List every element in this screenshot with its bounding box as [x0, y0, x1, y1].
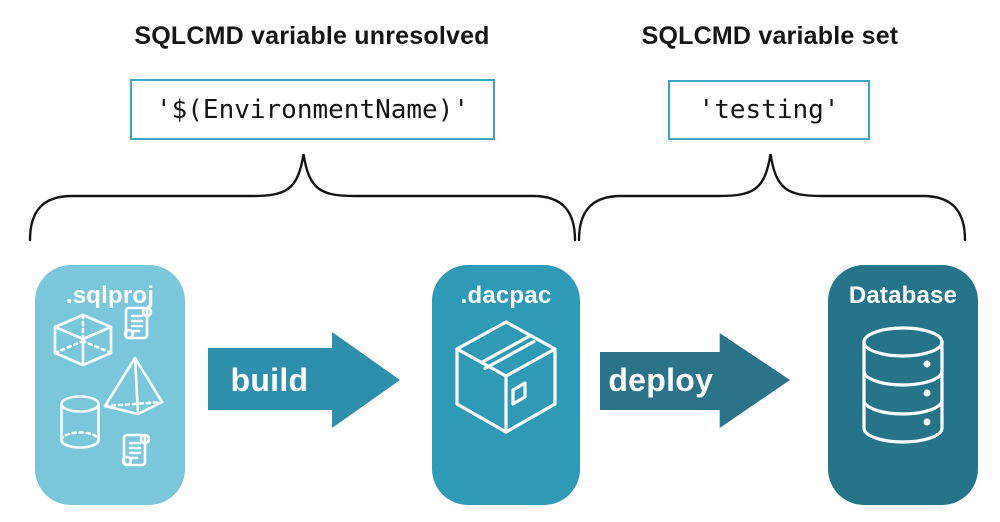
package-icon [455, 320, 557, 434]
build-arrow-label: build [230, 361, 309, 398]
scroll-icon [123, 306, 153, 340]
unresolved-variable-code: '$(EnvironmentName)' [155, 94, 470, 125]
dacpac-label: .dacpac [460, 282, 552, 309]
sqlproj-label: .sqlproj [65, 282, 155, 309]
set-variable-code: 'testing' [698, 95, 840, 125]
sql-project-objects-icon [53, 306, 164, 467]
scroll-icon [121, 433, 151, 467]
cube-icon [53, 313, 113, 367]
deploy-arrow: deploy [600, 330, 790, 430]
left-brace [28, 153, 577, 242]
database-icon [862, 326, 944, 444]
deploy-arrow-label: deploy [608, 361, 714, 398]
pyramid-icon [103, 356, 164, 416]
left-heading: SQLCMD variable unresolved [134, 22, 490, 50]
cylinder-icon [60, 395, 100, 449]
database-label: Database [848, 282, 958, 309]
stage-card-sqlproj: .sqlproj [35, 265, 185, 505]
stage-card-dacpac: .dacpac [432, 265, 580, 505]
database-dot [923, 418, 931, 426]
build-arrow: build [208, 330, 400, 430]
unresolved-variable-box: '$(EnvironmentName)' [130, 79, 495, 140]
stage-card-database: Database [828, 265, 978, 505]
braces-graphic [28, 153, 967, 242]
database-dot [923, 389, 931, 397]
set-variable-box: 'testing' [668, 80, 870, 140]
right-brace [577, 153, 967, 242]
database-dot [923, 360, 931, 368]
right-heading: SQLCMD variable set [641, 22, 899, 50]
